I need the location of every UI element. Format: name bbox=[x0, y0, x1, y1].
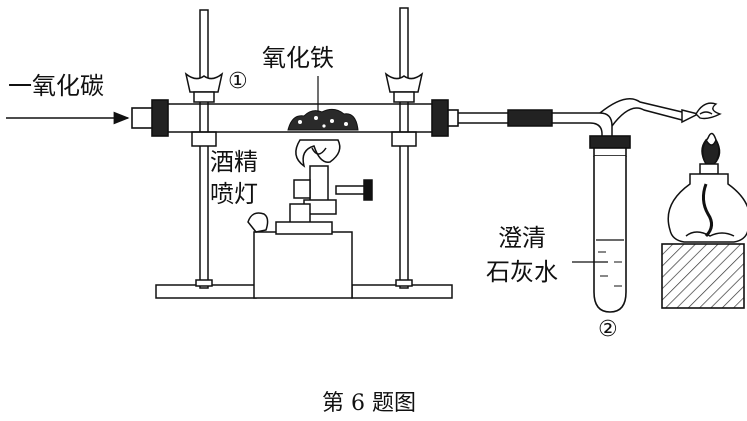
marker-1: ① bbox=[228, 69, 248, 94]
spirit-lamp bbox=[661, 132, 747, 309]
gas-outlet-tubing bbox=[458, 98, 701, 292]
iron-oxide-sample bbox=[287, 108, 359, 131]
label-limewater-line1: 澄清 bbox=[498, 224, 546, 252]
label-limewater-line2: 石灰水 bbox=[486, 258, 558, 286]
label-burner-line1: 酒精 bbox=[210, 148, 258, 176]
reaction-tube bbox=[131, 99, 459, 137]
label-burner-line2: 喷灯 bbox=[210, 180, 258, 208]
marker-2: ② bbox=[598, 317, 618, 342]
tail-gas-flame bbox=[695, 102, 722, 120]
limewater-test-tube bbox=[589, 135, 631, 313]
label-iron-oxide: 氧化铁 bbox=[262, 44, 334, 72]
figure-caption: 第 6 题图 bbox=[322, 391, 416, 416]
alcohol-blast-burner bbox=[247, 139, 373, 299]
left-iron-stand bbox=[155, 9, 257, 299]
label-carbon-monoxide: 一氧化碳 bbox=[8, 72, 104, 100]
right-iron-stand bbox=[351, 7, 453, 299]
